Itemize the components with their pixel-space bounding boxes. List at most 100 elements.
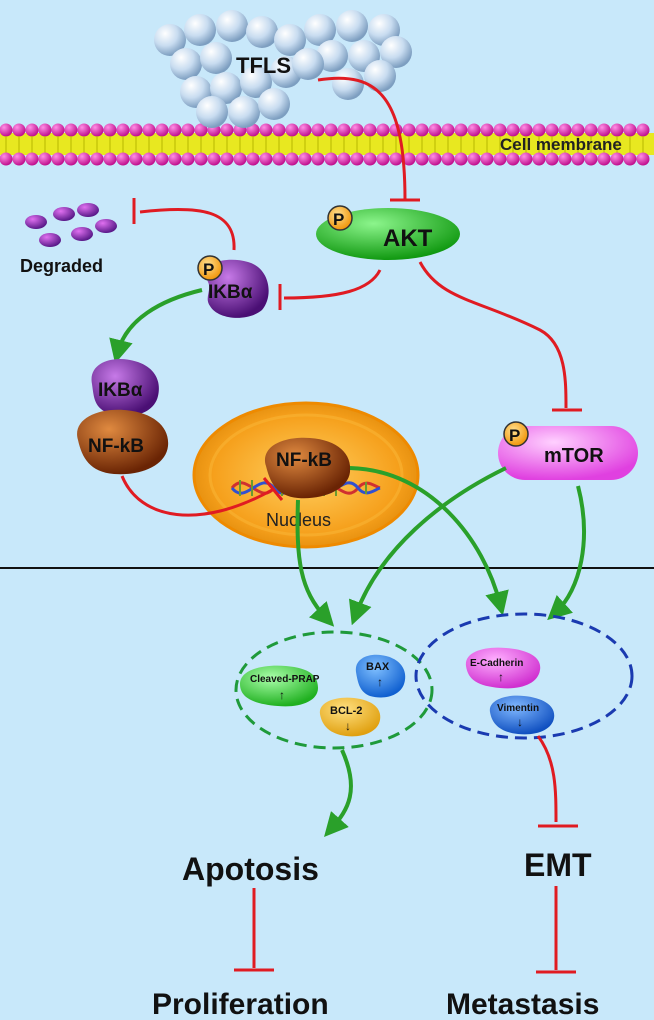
membrane-lipid-head <box>571 152 585 166</box>
membrane-lipid-head <box>337 152 351 166</box>
membrane-lipid-head <box>623 123 637 137</box>
membrane-lipid-head <box>246 152 260 166</box>
membrane-lipid-head <box>155 152 169 166</box>
membrane-lipid-head <box>597 123 611 137</box>
membrane-lipid-head <box>259 123 273 137</box>
membrane-lipid-head <box>311 152 325 166</box>
membrane-lipid-head <box>441 123 455 137</box>
ikba-complex-label: IKBα <box>98 380 143 401</box>
membrane-lipid-head <box>116 123 130 137</box>
membrane-lipid-head <box>532 152 546 166</box>
membrane-lipid-head <box>77 152 91 166</box>
membrane-lipid-head <box>480 152 494 166</box>
membrane-lipid-head <box>376 123 390 137</box>
cleaved-prap-label: Cleaved-PRAP <box>250 674 320 685</box>
complex-inhibits-nuclear-entry <box>120 475 273 517</box>
membrane-lipid-head <box>519 152 533 166</box>
ikba-complex-subunit <box>91 359 159 417</box>
proliferation-label: Proliferation <box>152 988 329 1020</box>
membrane-lipid-head <box>545 123 559 137</box>
metastasis-label: Metastasis <box>446 988 599 1020</box>
membrane-lipid-head <box>64 152 78 166</box>
membrane-lipid-head <box>584 152 598 166</box>
nfkb-nuclear-label: NF-kB <box>276 450 332 471</box>
membrane-lipid-head <box>506 152 520 166</box>
akt-phospho-badge <box>327 205 353 231</box>
membrane-lipid-head <box>103 152 117 166</box>
group-to-apotosis-arrow <box>324 749 353 837</box>
membrane-lipid-head <box>272 123 286 137</box>
membrane-lipid-head <box>194 152 208 166</box>
membrane-lipid-head <box>298 123 312 137</box>
tfls-label: TFLS <box>236 53 291 78</box>
ecadherin-label: E-Cadherin <box>470 658 523 669</box>
emt-label: EMT <box>524 847 592 883</box>
membrane-lipid-head <box>389 152 403 166</box>
membrane-lipid-head <box>428 152 442 166</box>
membrane-lipid-head <box>610 123 624 137</box>
complex-nuclear-bar <box>262 477 284 501</box>
membrane-lipid-head <box>38 152 52 166</box>
membrane-lipid-head <box>363 152 377 166</box>
akt-phospho-label: P <box>333 210 344 229</box>
membrane-lipid-head <box>610 152 624 166</box>
nfkb-complex-subunit <box>77 409 169 475</box>
ikba-label: IKBα <box>208 282 253 303</box>
membrane-lipid-head <box>103 123 117 137</box>
nfkb-to-apoptosis-arrow <box>295 499 335 627</box>
membrane-heads-top <box>0 123 650 153</box>
membrane-lipid-head <box>12 152 26 166</box>
nfkb-nuclear <box>265 437 351 499</box>
membrane-lipid-head <box>584 123 598 137</box>
ikba-inhibits-degradation <box>139 207 236 251</box>
mtor-to-emt-arrow <box>547 485 586 621</box>
membrane-lipid-head <box>324 152 338 166</box>
membrane-lipid-head <box>493 152 507 166</box>
membrane-lipid-head <box>64 123 78 137</box>
membrane-heads-bottom <box>0 152 650 166</box>
membrane-lipid-head <box>636 123 650 137</box>
cleaved-prap-protein <box>240 665 318 707</box>
tfls-inhibits-akt <box>317 76 407 201</box>
ecadherin-protein <box>465 647 541 689</box>
membrane-lipid-head <box>636 152 650 166</box>
bax-protein <box>355 654 406 698</box>
membrane-lipid-head <box>480 123 494 137</box>
membrane-lipid-head <box>532 123 546 137</box>
membrane-lipid-head <box>623 152 637 166</box>
emt-protein-group <box>414 612 634 740</box>
akt-inhibits-ikba <box>283 269 382 300</box>
membrane-lipid-head <box>558 152 572 166</box>
membrane-lipid-head <box>259 152 273 166</box>
membrane-lipid-head <box>116 152 130 166</box>
membrane-lipid-head <box>25 152 39 166</box>
ikba-phospho-label: P <box>203 260 214 279</box>
membrane-lipid-head <box>324 123 338 137</box>
membrane-lipid-head <box>90 152 104 166</box>
membrane-lipid-head <box>0 152 13 166</box>
cleaved-prap-indicator: ↑ <box>279 688 285 702</box>
vimentin-indicator: ↓ <box>517 715 523 729</box>
membrane-lipid-head <box>337 123 351 137</box>
membrane-lipid-head <box>181 152 195 166</box>
membrane-lipid-head <box>467 152 481 166</box>
vimentin-protein <box>489 695 555 735</box>
membrane-lipid-head <box>272 152 286 166</box>
membrane-lipid-head <box>129 123 143 137</box>
bcl2-indicator: ↓ <box>345 719 351 733</box>
membrane-lipid-head <box>90 123 104 137</box>
degraded-label: Degraded <box>20 256 103 276</box>
ecadherin-indicator: ↑ <box>498 670 504 684</box>
ikba-to-complex-arrow <box>109 288 203 364</box>
membrane-lipid-head <box>77 123 91 137</box>
vimentin-inhibits-emt <box>536 735 558 823</box>
apotosis-label: Apotosis <box>182 851 319 887</box>
degraded-fragments <box>25 203 117 247</box>
membrane-lipid-head <box>129 152 143 166</box>
membrane-lipid-head <box>38 123 52 137</box>
membrane-lipid-head <box>51 123 65 137</box>
membrane-lipid-head <box>454 123 468 137</box>
membrane-lipid-head <box>402 152 416 166</box>
membrane-lipid-head <box>285 152 299 166</box>
